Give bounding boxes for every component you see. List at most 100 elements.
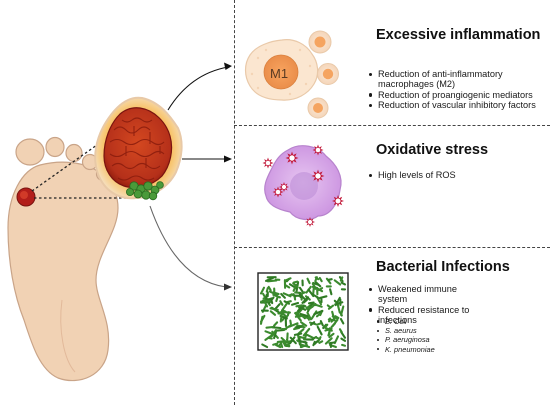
bacterium-rod xyxy=(262,292,267,299)
bacterium-rod xyxy=(298,291,302,299)
bacteria-species-list: E. Coli S. aeurus P. aeruginosa K. pneum… xyxy=(376,317,496,354)
ros-core xyxy=(315,147,321,153)
bacterium-rod xyxy=(269,310,277,316)
bacterium-rod xyxy=(306,305,314,311)
bacterium-rod xyxy=(268,290,279,296)
ros-molecules xyxy=(262,144,344,227)
bacterium-rod xyxy=(301,296,310,304)
bacterium-rod xyxy=(293,326,301,331)
arrows xyxy=(149,66,229,288)
ros-core xyxy=(281,184,287,190)
species-item: S. aeurus xyxy=(376,326,496,335)
bacterium-rod xyxy=(327,304,335,310)
ros-core xyxy=(265,160,271,166)
bacterium-rod xyxy=(327,278,333,281)
bacterium-rod xyxy=(315,312,321,318)
wound-texture xyxy=(109,117,165,181)
macrophage-nucleus xyxy=(263,54,299,90)
bacterium-rod xyxy=(341,343,347,347)
bacterium-rod xyxy=(329,288,333,296)
bacterium-rod xyxy=(261,343,269,349)
bacterium-rod xyxy=(284,284,291,289)
bacterium-rod xyxy=(304,333,315,339)
divider-1 xyxy=(234,125,550,126)
bacterium-rod xyxy=(297,328,305,335)
bacterium-rod xyxy=(312,340,316,347)
bacterium-rod xyxy=(333,279,342,286)
bacterium-rod xyxy=(269,307,279,311)
m1-label: M1 xyxy=(270,66,289,81)
title-oxidative-stress: Oxidative stress xyxy=(376,142,489,158)
bacterium-rod xyxy=(316,322,322,326)
bacterium-rod xyxy=(317,287,324,292)
infection-bullets: Weakened immune system Reduced resistanc… xyxy=(368,284,483,326)
bacterium-rod xyxy=(279,341,284,349)
oxidative-bullet: High levels of ROS xyxy=(368,170,538,180)
bacterium-rod xyxy=(285,277,292,282)
bacterium-rod xyxy=(265,287,269,293)
bacterium-rod xyxy=(276,340,286,343)
bacterium-rod xyxy=(289,336,297,345)
bacterium-rod xyxy=(261,299,272,303)
bacterium-rod xyxy=(303,334,308,341)
oxidative-stress-cell xyxy=(264,145,342,221)
bacterium-rod xyxy=(313,309,324,316)
bacterium-rod xyxy=(279,311,291,314)
bacterium-rod xyxy=(319,320,324,327)
bacterium-rod xyxy=(324,337,333,345)
wound-closeup xyxy=(94,96,183,201)
ros-core xyxy=(275,189,281,195)
oxidative-bullets: High levels of ROS xyxy=(368,170,538,180)
bacterium-rod xyxy=(306,277,311,285)
bacterium-rod xyxy=(298,286,305,294)
bacterium-rod xyxy=(267,285,272,292)
bacterium-rod xyxy=(306,311,312,321)
arrow-to-inflammation xyxy=(167,66,229,111)
vertical-divider xyxy=(234,0,235,405)
infection-bullet: Weakened immune system xyxy=(368,284,483,305)
bacterium-rod xyxy=(328,317,332,323)
bacterium-rod xyxy=(265,325,275,329)
bacterium-rod xyxy=(297,304,305,312)
title-bacterial-infections: Bacterial Infections xyxy=(376,259,510,275)
bacterium-rod xyxy=(312,281,320,286)
bacterium-rod xyxy=(300,291,306,295)
ros-core xyxy=(335,198,341,204)
inflammation-bullet: Reduction of proangiogenic mediators xyxy=(368,90,546,100)
bacteria-rods xyxy=(259,276,347,349)
title-excessive-inflammation: Excessive inflammation xyxy=(376,27,541,43)
bacterium-rod xyxy=(279,313,283,323)
bacterium-rod xyxy=(265,276,275,282)
big-toe xyxy=(15,138,45,166)
inflammation-bullet: Reduction of vascular inhibitory factors xyxy=(368,100,546,110)
bacterium-rod xyxy=(309,321,316,326)
bacterium-rod xyxy=(318,340,324,344)
inflammation-bullets: Reduction of anti-inflammatory macrophag… xyxy=(368,69,546,111)
bacterium-rod xyxy=(298,339,308,344)
bacterium-rod xyxy=(299,312,309,318)
bacterium-rod xyxy=(280,292,286,299)
bacterium-rod xyxy=(275,296,279,303)
bacterium-rod xyxy=(283,300,291,305)
bacterium-rod xyxy=(272,342,279,346)
bacterium-rod xyxy=(311,285,317,290)
bacterium-rod xyxy=(292,280,299,284)
bacterium-rod xyxy=(336,303,341,314)
arrow-to-infection xyxy=(149,205,227,288)
ros-core xyxy=(307,219,313,225)
bacterium-rod xyxy=(339,317,345,325)
bacterium-rod xyxy=(300,343,311,349)
bacterium-rod xyxy=(318,276,323,283)
bacterium-rod xyxy=(272,293,281,299)
bacterium-rod xyxy=(307,301,315,305)
bacterium-rod xyxy=(279,300,284,306)
macrophage-cells xyxy=(244,30,339,119)
bacterium-rod xyxy=(286,300,292,304)
bacterium-rod xyxy=(295,304,304,308)
bacterium-rod xyxy=(259,286,266,295)
bacterium-rod xyxy=(297,335,306,340)
bacterium-rod xyxy=(259,315,264,325)
bacterium-rod xyxy=(340,281,347,286)
